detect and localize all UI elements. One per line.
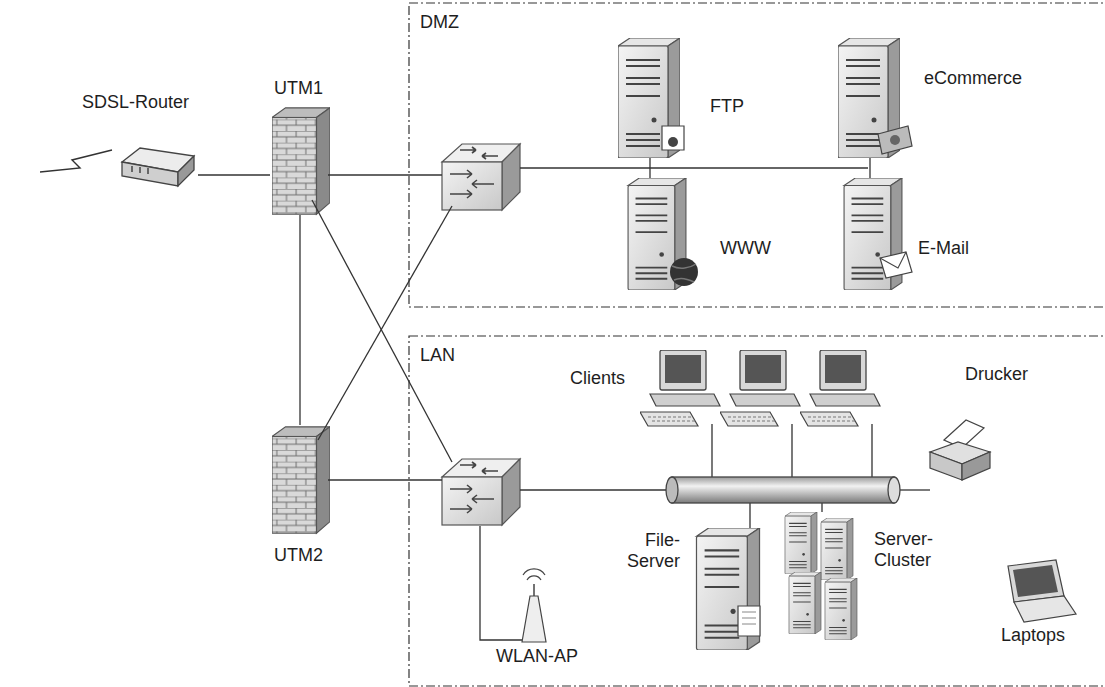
switch-icon bbox=[442, 144, 520, 210]
device-label: WLAN-AP bbox=[496, 646, 578, 667]
device-label: Laptops bbox=[1001, 625, 1065, 646]
access-point-node: WLAN-AP bbox=[496, 578, 596, 674]
dmz-region: DMZ FTP eCommerceWWW E-Mail bbox=[408, 2, 1105, 308]
printer-icon bbox=[930, 420, 990, 480]
network-link bbox=[198, 174, 270, 175]
client-group: Clients bbox=[570, 350, 900, 430]
client-pc-icon bbox=[640, 350, 720, 426]
file-server-icon bbox=[696, 528, 759, 650]
router-icon bbox=[122, 148, 194, 186]
device-label: DMZ bbox=[420, 12, 459, 33]
firewall-node: UTM2 bbox=[270, 425, 330, 570]
device-label: UTM1 bbox=[274, 78, 323, 99]
client-pc-icon bbox=[800, 350, 880, 426]
server-node: FTP bbox=[618, 38, 758, 158]
firewall-icon bbox=[272, 108, 330, 214]
printer-node: Drucker bbox=[925, 362, 1035, 472]
device-label: WWW bbox=[720, 238, 771, 259]
client-pc-icon bbox=[720, 350, 800, 426]
bus-cylinder bbox=[666, 477, 900, 503]
cluster-node: Server- Cluster bbox=[780, 505, 950, 645]
network-link bbox=[299, 215, 300, 425]
region-outline bbox=[408, 335, 1105, 687]
folder-icon bbox=[738, 606, 760, 636]
device-label: SDSL-Router bbox=[82, 92, 189, 113]
device-label: E-Mail bbox=[918, 238, 969, 259]
network-wire bbox=[312, 168, 930, 640]
device-label: File- Server bbox=[610, 530, 680, 572]
region-border bbox=[409, 3, 1105, 307]
ftp-disk-icon bbox=[662, 126, 684, 150]
wan-bolt bbox=[40, 150, 112, 172]
laptop-icon bbox=[1008, 560, 1076, 622]
device-label: Drucker bbox=[965, 364, 1028, 385]
device-label: UTM2 bbox=[274, 545, 323, 566]
device-label: LAN bbox=[420, 345, 455, 366]
firewall-node: UTM1 bbox=[270, 78, 330, 215]
ftp-server-icon bbox=[618, 38, 680, 158]
device-label: Clients bbox=[570, 368, 625, 389]
envelope-icon bbox=[880, 252, 912, 278]
network-link bbox=[869, 158, 870, 178]
firewall-icon bbox=[272, 427, 330, 533]
server-node: E-Mail bbox=[842, 178, 992, 290]
region-outline bbox=[408, 2, 1105, 308]
server-node: eCommerce bbox=[838, 38, 1038, 158]
router-node: SDSL-Router bbox=[80, 92, 198, 192]
device-label: eCommerce bbox=[924, 68, 1022, 89]
laptop-node: Laptops bbox=[995, 555, 1090, 655]
server-node: WWW bbox=[626, 178, 776, 290]
lan-region: LAN Clients DruckerFile- Server Server- Clu… bbox=[408, 335, 1105, 687]
network-link bbox=[649, 158, 650, 178]
money-icon bbox=[878, 126, 912, 154]
access-point-icon bbox=[522, 569, 546, 642]
device-label: Server- Cluster bbox=[874, 529, 946, 571]
globe-icon bbox=[670, 258, 698, 286]
ecommerce-server-icon bbox=[838, 38, 900, 158]
device-label: FTP bbox=[710, 96, 744, 117]
server-cluster-icon bbox=[785, 512, 857, 640]
switch-icon bbox=[442, 459, 520, 525]
region-border bbox=[409, 336, 1105, 686]
file-server-node: File- Server bbox=[610, 520, 765, 652]
